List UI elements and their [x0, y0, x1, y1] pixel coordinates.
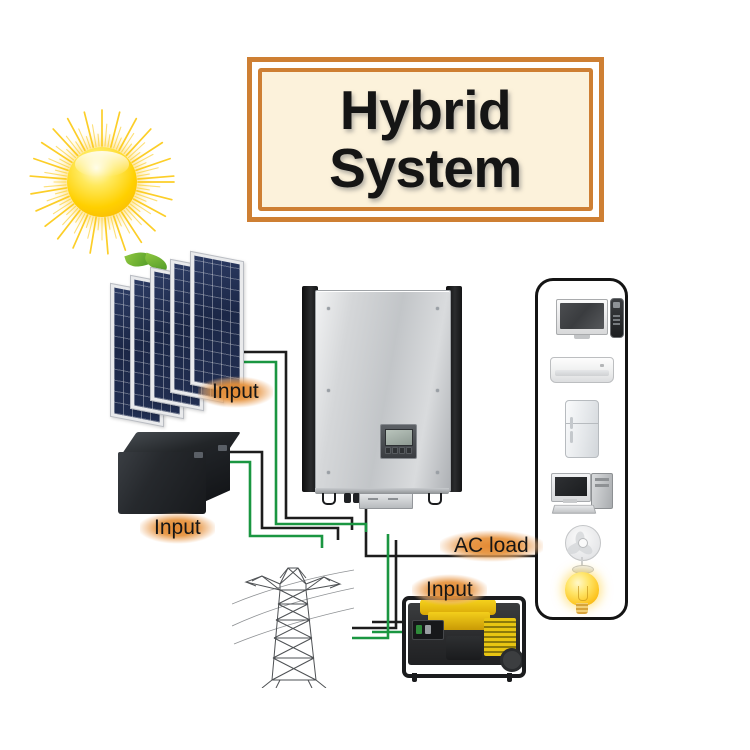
generator-leg	[412, 673, 417, 682]
label-generator-input: Input	[412, 574, 487, 606]
sun-rays	[29, 109, 175, 255]
screw-icon	[436, 471, 439, 474]
inverter-connector	[353, 493, 360, 503]
title-line-2: System	[329, 136, 522, 199]
generator-engine	[446, 636, 482, 660]
lcd-display[interactable]	[380, 424, 417, 459]
hybrid-inverter	[302, 286, 462, 509]
ac-louver	[554, 370, 609, 376]
page-title: Hybrid System	[329, 79, 522, 199]
inverter-base	[315, 488, 449, 494]
remote-buttons	[612, 313, 620, 325]
terminal-mark	[368, 498, 378, 500]
label-ac-load: AC load	[440, 530, 543, 562]
bulb-filament	[577, 586, 588, 601]
transmission-tower	[231, 562, 355, 689]
generator-switch	[425, 625, 431, 634]
label-pv-input: Input	[198, 376, 273, 408]
pylon-drawing	[231, 567, 355, 689]
lcd-button[interactable]	[392, 447, 398, 454]
screw-icon	[436, 389, 439, 392]
fridge-divider	[565, 423, 598, 424]
inverter-foot	[428, 493, 442, 505]
sun-icon	[28, 108, 176, 256]
title-line-1: Hybrid	[339, 79, 512, 142]
remote-display	[612, 302, 620, 308]
computer-icon	[550, 473, 613, 514]
bulb-base	[575, 603, 588, 614]
inverter-foot	[322, 493, 336, 505]
appliance-computer	[538, 471, 625, 515]
appliance-tv	[538, 295, 625, 339]
terminal-mark	[388, 498, 398, 500]
fridge-handle-upper	[569, 417, 573, 429]
tower-drive-bay	[594, 478, 609, 481]
lcd-screen	[385, 429, 413, 446]
generator-leg	[507, 673, 512, 682]
monitor-icon	[550, 473, 591, 502]
label-battery-input: Input	[140, 512, 215, 544]
title-banner: Hybrid System	[247, 57, 604, 222]
inverter-front-panel	[315, 290, 451, 492]
inverter-left-rail	[302, 286, 318, 492]
screw-icon	[436, 307, 439, 310]
fan-neck	[580, 557, 583, 567]
sun-gloss	[75, 151, 129, 177]
tower-drive-bay	[594, 484, 609, 487]
appliance-air-conditioner	[538, 355, 625, 385]
title-inner-frame: Hybrid System	[258, 68, 593, 211]
lcd-button-row[interactable]	[385, 447, 412, 454]
tv-screen	[559, 303, 604, 329]
tv-stand	[573, 335, 590, 339]
keyboard-icon	[551, 504, 596, 514]
solar-panel	[190, 250, 244, 396]
refrigerator-icon	[564, 400, 599, 458]
fan-hub	[577, 538, 588, 548]
screw-icon	[327, 389, 330, 392]
generator-frame	[402, 596, 526, 678]
screw-icon	[327, 307, 330, 310]
appliance-refrigerator	[538, 399, 625, 459]
ac-indicator	[599, 364, 604, 367]
diesel-generator	[402, 596, 526, 682]
tv-icon	[555, 298, 624, 339]
fan-icon	[562, 525, 602, 574]
appliance-fan	[538, 523, 625, 574]
earth-wires	[212, 360, 402, 640]
fridge-handle-lower	[569, 431, 573, 443]
remote-control-icon	[609, 298, 624, 338]
battery-terminal	[194, 452, 203, 458]
light-bulb-icon	[564, 572, 599, 616]
screw-icon	[327, 471, 330, 474]
lcd-button[interactable]	[385, 447, 391, 454]
generator-socket	[416, 625, 422, 634]
battery-face	[118, 452, 206, 514]
appliance-light-bulb	[538, 571, 625, 617]
lcd-button[interactable]	[399, 447, 405, 454]
battery-block	[118, 432, 241, 514]
ac-load-appliances	[535, 278, 628, 620]
pc-tower-icon	[590, 473, 613, 509]
monitor-stand	[562, 499, 577, 503]
inverter-terminal-plate	[359, 493, 413, 509]
air-conditioner-icon	[549, 357, 614, 383]
inverter-connector	[344, 493, 351, 503]
battery-terminal	[218, 445, 227, 451]
generator-control-panel	[412, 620, 444, 640]
lcd-button[interactable]	[406, 447, 412, 454]
monitor-screen	[554, 477, 587, 496]
